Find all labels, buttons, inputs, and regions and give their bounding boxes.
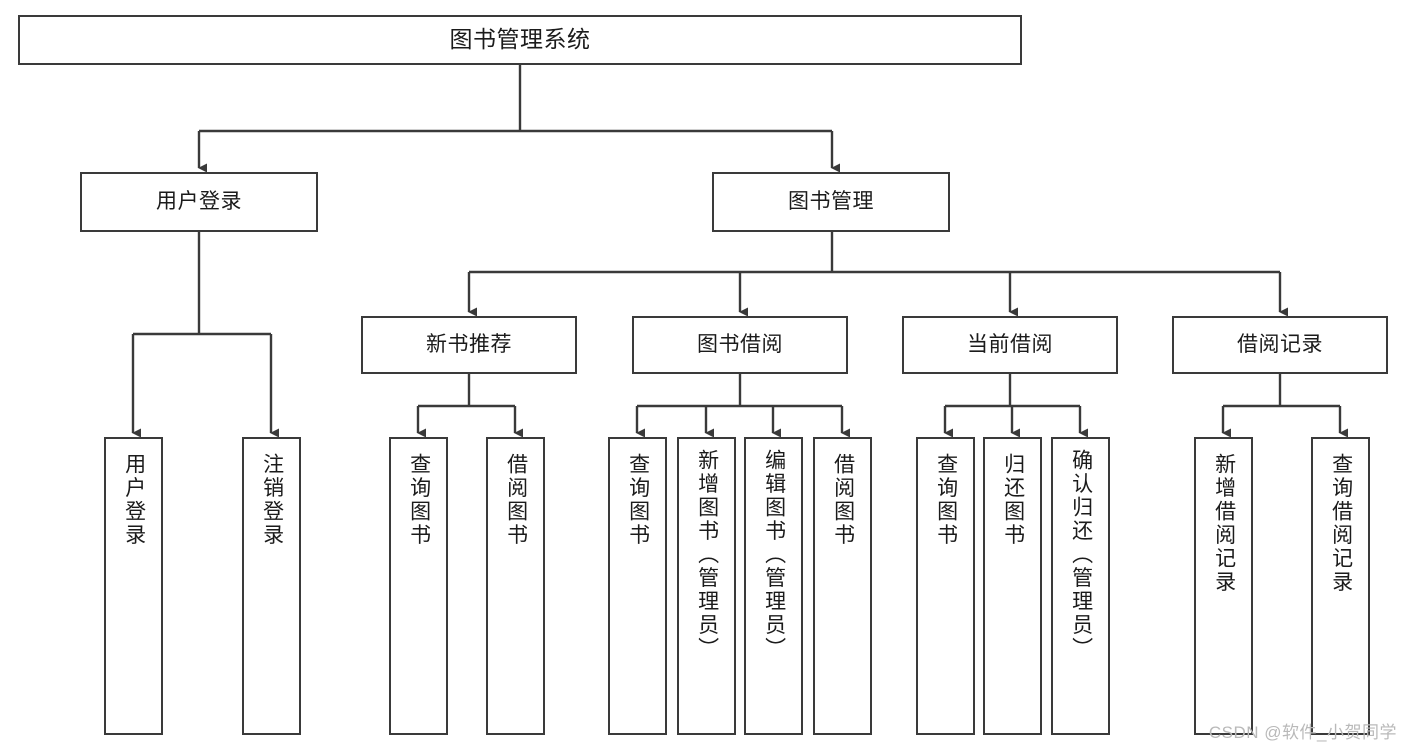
leaf-recommend-query-book[interactable]: 查询图书 [389,437,448,735]
node-borrow-record[interactable]: 借阅记录 [1172,316,1388,374]
node-root-system-label: 图书管理系统 [449,26,591,53]
leaf-borrow-borrow-book-label: 借阅图书 [831,453,855,547]
leaf-user-login-logout-label: 注销登录 [260,453,284,547]
leaf-record-query-record[interactable]: 查询借阅记录 [1311,437,1370,735]
leaf-record-query-record-label: 查询借阅记录 [1329,453,1353,594]
watermark-text: CSDN @软件_小贺同学 [1208,723,1397,742]
node-user-login[interactable]: 用户登录 [80,172,318,232]
leaf-current-confirm-return-admin[interactable]: 确认归还（管理员） [1051,437,1110,735]
leaf-borrow-query-book[interactable]: 查询图书 [608,437,667,735]
node-new-book-recommend-label: 新书推荐 [426,333,512,357]
node-book-borrow[interactable]: 图书借阅 [632,316,848,374]
leaf-user-login-login[interactable]: 用户登录 [104,437,163,735]
leaf-current-return-book-label: 归还图书 [1001,453,1025,547]
leaf-record-add-record-label: 新增借阅记录 [1212,453,1236,594]
leaf-current-query-book[interactable]: 查询图书 [916,437,975,735]
node-borrow-record-label: 借阅记录 [1237,333,1323,357]
node-root-system[interactable]: 图书管理系统 [18,15,1022,65]
leaf-recommend-query-book-label: 查询图书 [407,453,431,547]
leaf-borrow-borrow-book[interactable]: 借阅图书 [813,437,872,735]
leaf-borrow-add-book-admin-label: 新增图书（管理员） [695,449,719,661]
node-user-login-label: 用户登录 [156,190,242,214]
leaf-user-login-logout[interactable]: 注销登录 [242,437,301,735]
leaf-current-query-book-label: 查询图书 [934,453,958,547]
node-book-management[interactable]: 图书管理 [712,172,950,232]
leaf-borrow-edit-book-admin[interactable]: 编辑图书（管理员） [744,437,803,735]
node-current-borrow[interactable]: 当前借阅 [902,316,1118,374]
leaf-current-confirm-return-admin-label: 确认归还（管理员） [1069,449,1093,661]
leaf-record-add-record[interactable]: 新增借阅记录 [1194,437,1253,735]
leaf-borrow-query-book-label: 查询图书 [626,453,650,547]
node-current-borrow-label: 当前借阅 [967,333,1053,357]
leaf-recommend-borrow-book-label: 借阅图书 [504,453,528,547]
node-book-borrow-label: 图书借阅 [697,333,783,357]
node-book-management-label: 图书管理 [788,190,874,214]
leaf-recommend-borrow-book[interactable]: 借阅图书 [486,437,545,735]
leaf-user-login-login-label: 用户登录 [122,453,146,547]
leaf-current-return-book[interactable]: 归还图书 [983,437,1042,735]
leaf-borrow-add-book-admin[interactable]: 新增图书（管理员） [677,437,736,735]
leaf-borrow-edit-book-admin-label: 编辑图书（管理员） [762,449,786,661]
node-new-book-recommend[interactable]: 新书推荐 [361,316,577,374]
